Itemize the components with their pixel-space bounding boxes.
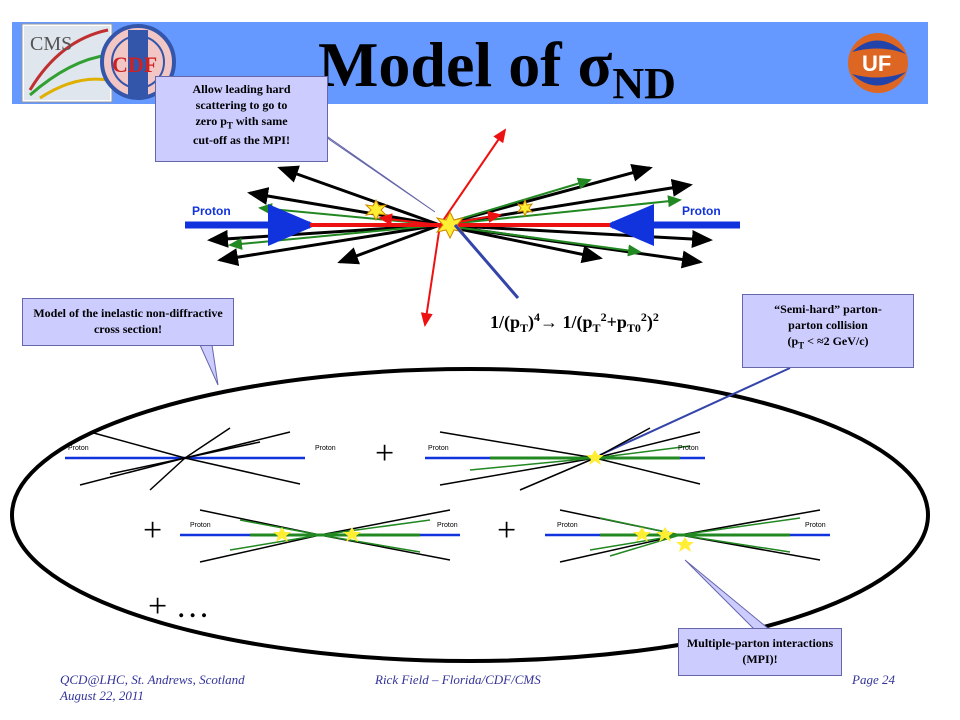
mini-diagram-4 [545,509,830,563]
plus-sign-3: + [497,512,517,549]
proton-left-label: Proton [192,204,231,218]
cms-logo-text: CMS [30,33,72,55]
mini-diagram-1 [65,427,305,491]
main-collision-diagram [185,128,740,327]
footer-left-line2: August 22, 2011 [60,688,144,703]
mini2-proton-right: Proton [678,445,699,452]
footer-left-line1: QCD@LHC, St. Andrews, Scotland [60,672,245,687]
uf-logo-text: UF [862,51,891,76]
plus-ellipsis: + … [148,588,210,625]
mini1-proton-left: Proton [68,445,89,452]
page-title: Model of σND [318,29,676,108]
footer-left: QCD@LHC, St. Andrews, Scotland August 22… [60,672,245,704]
mini4-proton-left: Proton [557,522,578,529]
formula: 1/(pT)4→ 1/(pT2+pT02)2 [490,310,659,335]
plus-sign-2: + [143,512,163,549]
mini1-proton-right: Proton [315,445,336,452]
mini2-proton-left: Proton [428,445,449,452]
plus-sign-1: + [375,435,395,472]
cdf-logo-text: CDF [112,52,157,77]
mini-diagram-3 [180,509,460,563]
title-main: Model of σ [318,29,613,100]
callout-mpi: Multiple-parton interactions (MPI)! [678,628,842,676]
callout-inelastic: Model of the inelastic non-diffractive c… [22,298,234,346]
footer-page-number: Page 24 [852,672,895,687]
callout-hard-scatter: Allow leading hard scattering to go to z… [155,76,328,162]
proton-right-label: Proton [682,204,721,218]
cms-logo: CMS [21,23,113,103]
mini4-proton-right: Proton [805,522,826,529]
inelastic-ellipse [10,367,930,663]
callout-semi-hard: “Semi-hard” parton- parton collision (pT… [742,294,914,368]
footer-center: Rick Field – Florida/CDF/CMS [375,672,541,687]
title-subscript: ND [612,59,676,108]
mini-diagram-2 [425,427,705,491]
mini3-proton-left: Proton [190,522,211,529]
mini3-proton-right: Proton [437,522,458,529]
collision-star-main [435,210,465,240]
collision-star-small [364,198,388,222]
collision-star-small-2 [516,198,534,218]
uf-logo: UF [848,33,908,93]
